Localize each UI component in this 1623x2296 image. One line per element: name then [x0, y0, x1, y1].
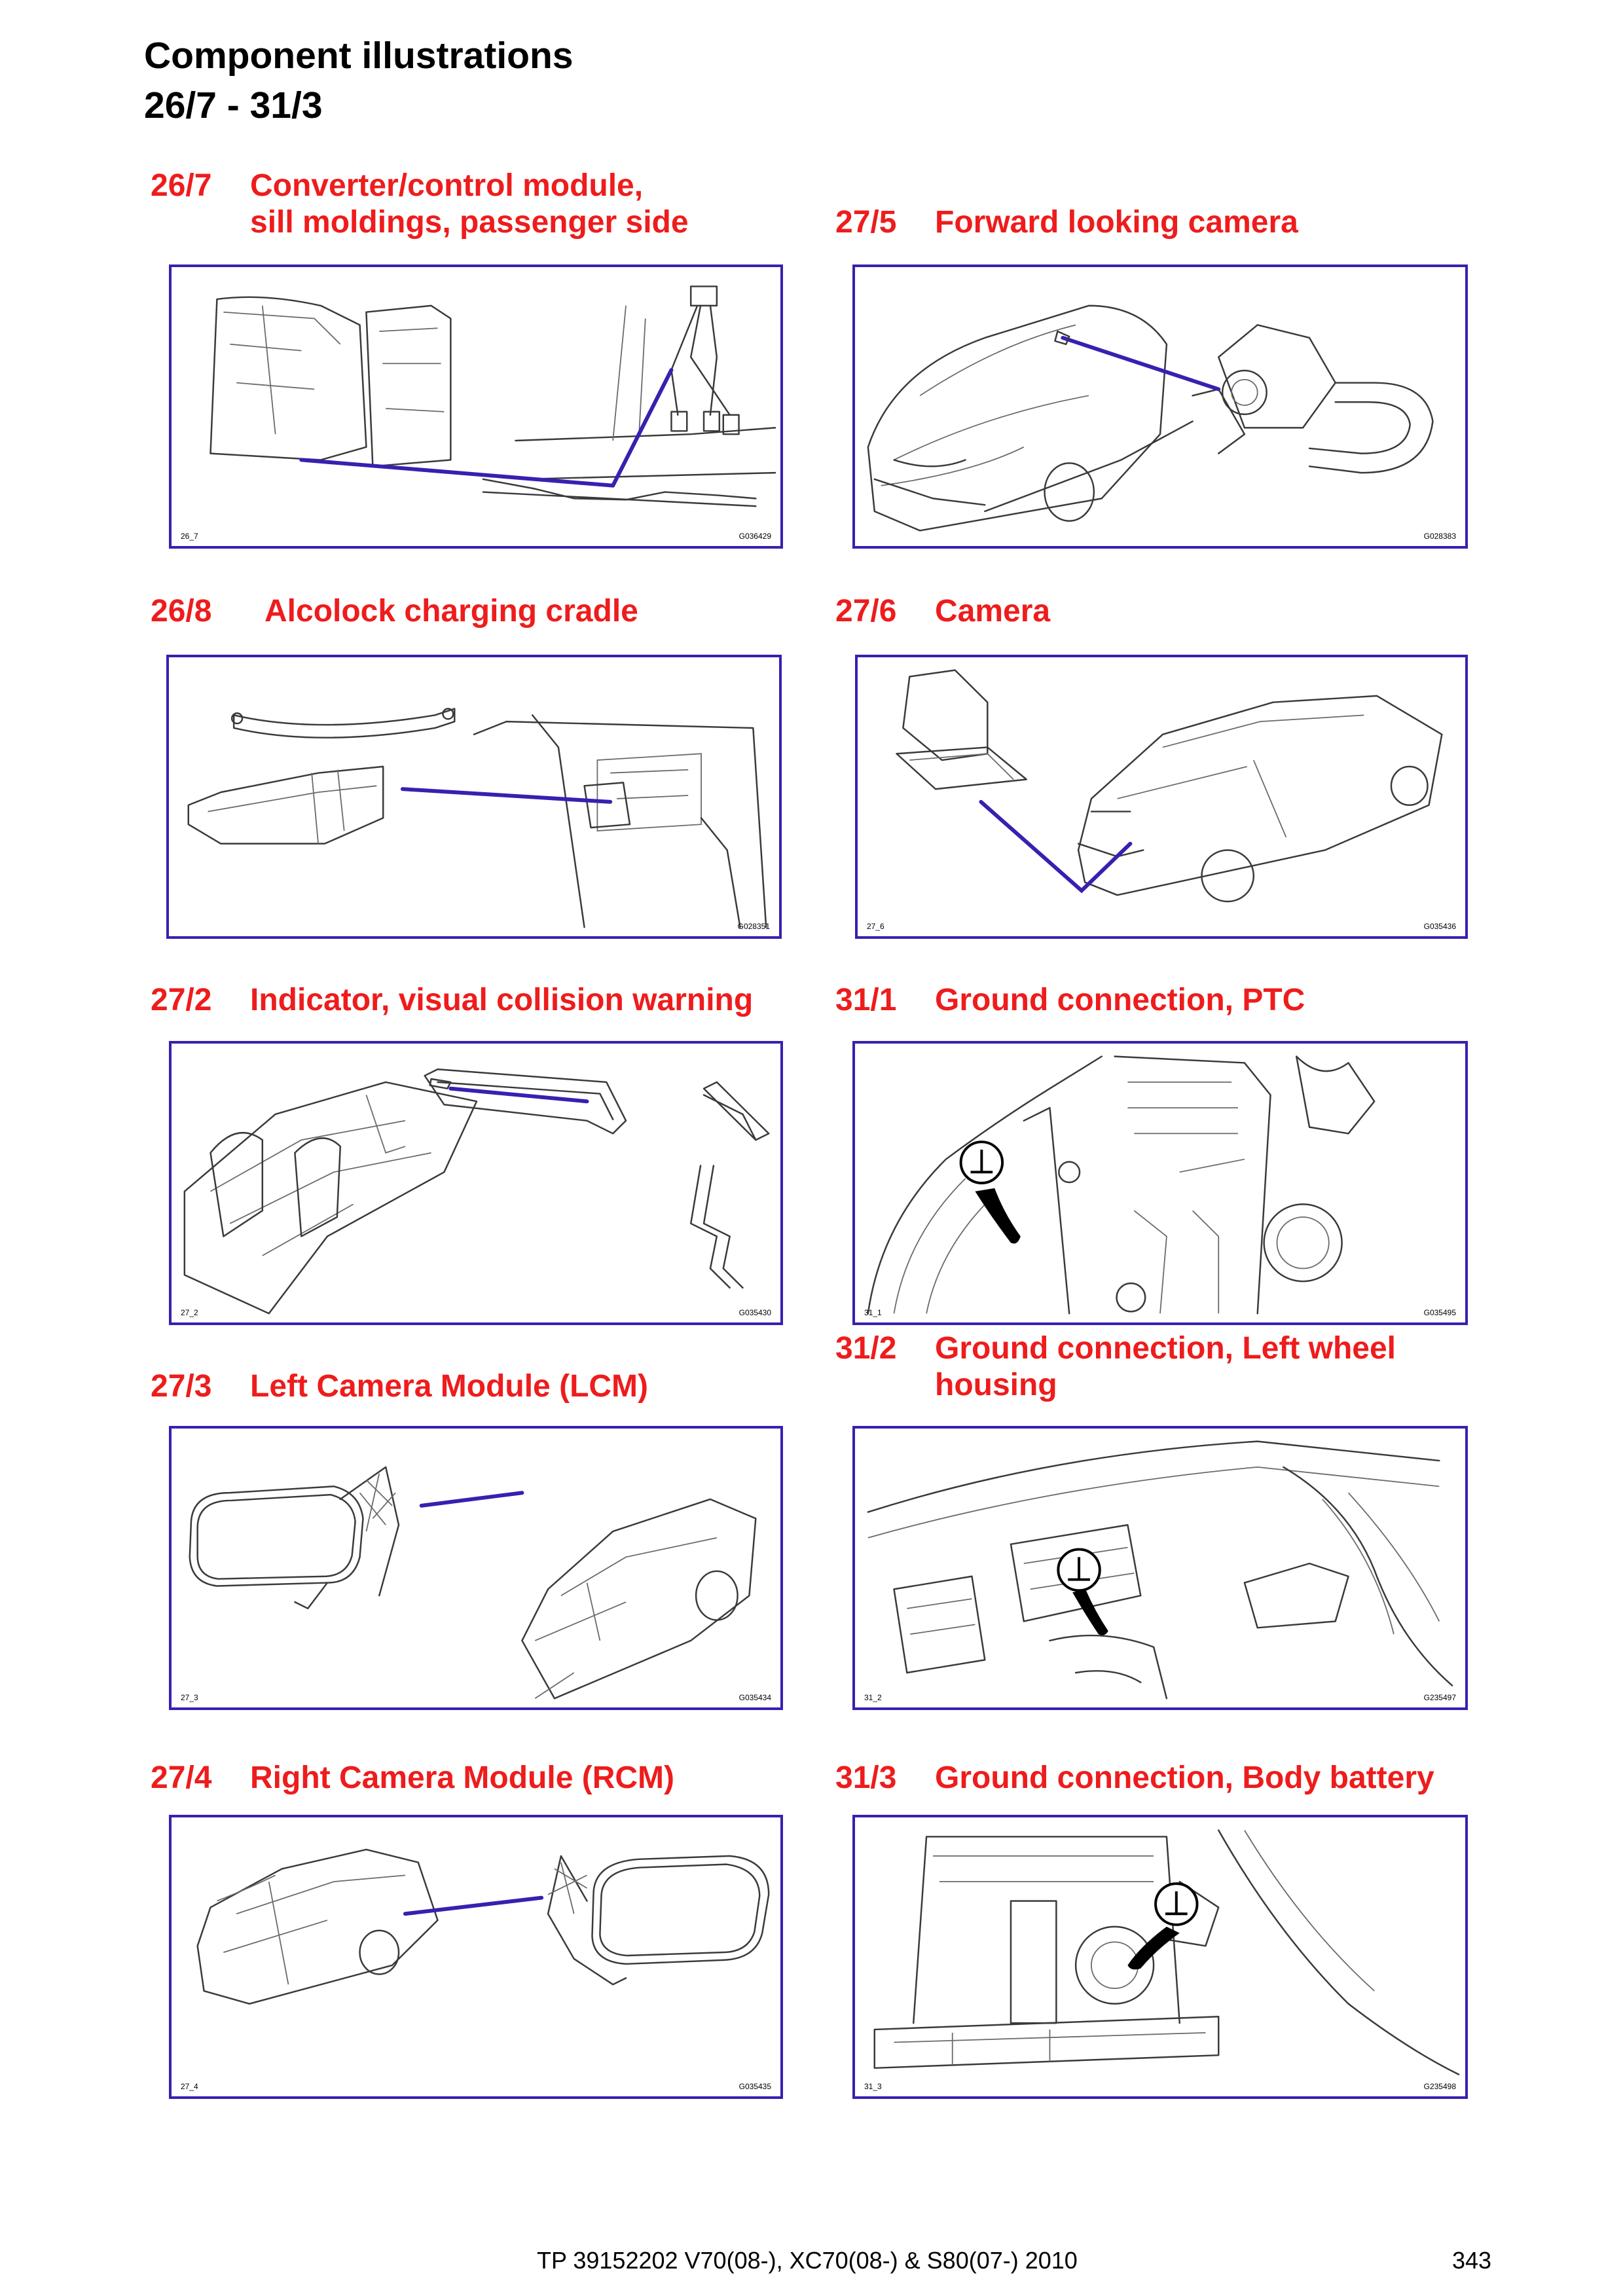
- page-subtitle: 26/7 - 31/3: [144, 84, 323, 126]
- section-title-line1: Converter/control module,: [250, 168, 644, 203]
- illustration-forward-camera: G028383: [852, 264, 1468, 549]
- figure-code-right: G028383: [1423, 532, 1456, 541]
- section-title: Forward looking camera: [935, 204, 1298, 241]
- illustration-collision-indicator: 27_2 G035430: [169, 1041, 783, 1325]
- section-title: Ground connection, Body battery: [935, 1760, 1434, 1796]
- section-title-line1: Forward looking camera: [935, 205, 1298, 240]
- section-title: Camera: [935, 593, 1050, 630]
- figure-code-left: 27_3: [181, 1693, 198, 1702]
- figure-code-left: 27_4: [181, 2082, 198, 2091]
- ground-left-wheel-housing-drawing: [867, 1440, 1453, 1700]
- ground-body-battery-drawing: [873, 1829, 1460, 2075]
- section-title-line1: Camera: [935, 594, 1051, 629]
- figure-code-left: 31_3: [864, 2082, 882, 2091]
- figure-code-right: G035435: [739, 2082, 771, 2091]
- illustration-ground-left-wheel-housing: 31_2 G235497: [852, 1426, 1468, 1710]
- illustration-alcolock-cradle: G028351: [166, 655, 782, 939]
- section-title-line1: Indicator, visual collision warning: [250, 983, 754, 1017]
- rear-camera-drawing: [896, 669, 1443, 903]
- page-title: Component illustrations: [144, 35, 574, 77]
- section-title: Indicator, visual collision warning: [250, 982, 753, 1019]
- section-title: Ground connection, Left wheel housing: [935, 1330, 1396, 1404]
- illustration-right-camera-module: 27_4 G035435: [169, 1815, 783, 2099]
- footer-document-ref: TP 39152202 V70(08-), XC70(08-) & S80(07…: [537, 2247, 1078, 2274]
- figure-code-right: G235497: [1423, 1693, 1456, 1702]
- section-title: Ground connection, PTC: [935, 982, 1305, 1019]
- alcolock-cradle-drawing: [187, 708, 767, 928]
- section-number: 27/4: [151, 1760, 212, 1795]
- figure-code-left: 31_1: [864, 1308, 882, 1317]
- section-title-line1: Alcolock charging cradle: [264, 594, 638, 629]
- section-title: Right Camera Module (RCM): [250, 1760, 674, 1796]
- figure-code-right: G028351: [737, 922, 770, 931]
- section-number: 26/8: [151, 594, 212, 629]
- section-number: 31/3: [835, 1760, 897, 1795]
- section-number: 31/1: [835, 983, 897, 1017]
- figure-code-left: 27_6: [867, 922, 884, 931]
- section-title-line2: housing: [935, 1368, 1057, 1402]
- illustration-ground-ptc: 31_1 G035495: [852, 1041, 1468, 1325]
- figure-code-right: G035495: [1423, 1308, 1456, 1317]
- collision-indicator-drawing: [183, 1068, 770, 1315]
- section-title-line1: Right Camera Module (RCM): [250, 1760, 674, 1795]
- section-title: Converter/control module, sill moldings,…: [250, 168, 689, 241]
- section-number: 27/6: [835, 594, 897, 629]
- section-number: 27/2: [151, 983, 212, 1017]
- figure-code-right: G035430: [739, 1308, 771, 1317]
- figure-code-right: G035434: [739, 1693, 771, 1702]
- section-title-line1: Ground connection, Body battery: [935, 1760, 1434, 1795]
- section-title: Left Camera Module (LCM): [250, 1368, 648, 1405]
- illustration-ground-body-battery: 31_3 G235498: [852, 1815, 1468, 2099]
- section-number: 27/5: [835, 205, 897, 240]
- forward-camera-drawing: [867, 304, 1434, 532]
- illustration-left-camera-module: 27_3 G035434: [169, 1426, 783, 1710]
- illustration-rear-camera: 27_6 G035436: [855, 655, 1468, 939]
- section-title-line1: Left Camera Module (LCM): [250, 1369, 649, 1404]
- figure-code-right: G036429: [739, 532, 771, 541]
- section-title: Alcolock charging cradle: [264, 593, 638, 630]
- section-number: 31/2: [835, 1331, 897, 1366]
- figure-code-left: 27_2: [181, 1308, 198, 1317]
- section-title-line1: Ground connection, PTC: [935, 983, 1305, 1017]
- illustration-converter-module: 26_7 G036429: [169, 264, 783, 549]
- section-number: 26/7: [151, 168, 212, 203]
- section-number: 27/3: [151, 1369, 212, 1404]
- section-title-line1: Ground connection, Left wheel: [935, 1331, 1396, 1366]
- figure-code-right: G035436: [1423, 922, 1456, 931]
- figure-code-left: 26_7: [181, 532, 198, 541]
- left-camera-module-drawing: [189, 1466, 757, 1700]
- right-camera-module-drawing: [196, 1848, 770, 2005]
- ground-ptc-drawing: [867, 1055, 1376, 1315]
- footer-page-number: 343: [1452, 2247, 1492, 2274]
- figure-code-left: 31_2: [864, 1693, 882, 1702]
- converter-module-drawing: [210, 285, 776, 507]
- section-title-line2: sill moldings, passenger side: [250, 205, 689, 240]
- figure-code-right: G235498: [1423, 2082, 1456, 2091]
